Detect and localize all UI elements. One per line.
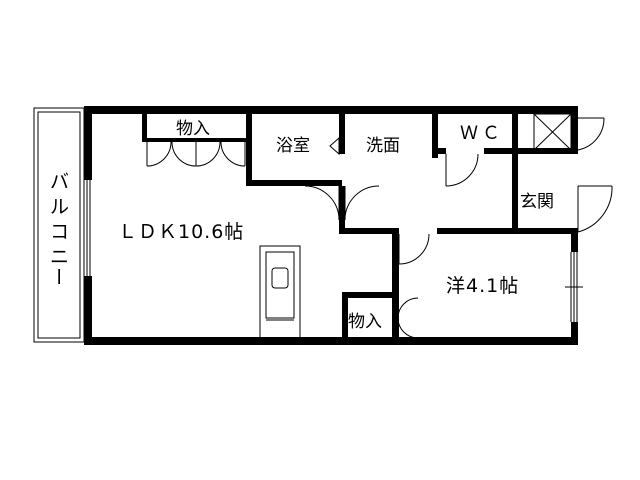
outer-walls [84,106,578,345]
toilet-label: ＷＣ [460,123,504,144]
storage-top-label: 物入 [176,119,210,139]
balcony-char: バ [50,171,69,193]
meter-box [533,113,572,151]
entrance-label: 玄関 [520,192,554,212]
balcony-char: ニ [50,246,69,268]
balcony-char: ー [47,267,69,286]
balcony-char: コ [50,221,69,243]
balcony-char: ル [50,196,69,218]
ldk-label: ＬＤＫ10.6帖 [118,221,244,243]
western-room-label: 洋4.1帖 [446,275,519,297]
storage-bottom-label: 物入 [348,312,382,332]
balcony-label: バ ル コ ニ ー [47,171,69,286]
storage-closet-top [142,114,246,167]
bathroom-label: 浴室 [276,136,310,156]
door-swings [304,117,613,339]
kitchen-counter [259,245,301,339]
balcony-window [83,180,91,276]
bathroom-door [329,136,340,156]
interior-walls [246,114,578,345]
washroom-label: 洗面 [366,136,400,156]
western-room-window [565,252,583,322]
